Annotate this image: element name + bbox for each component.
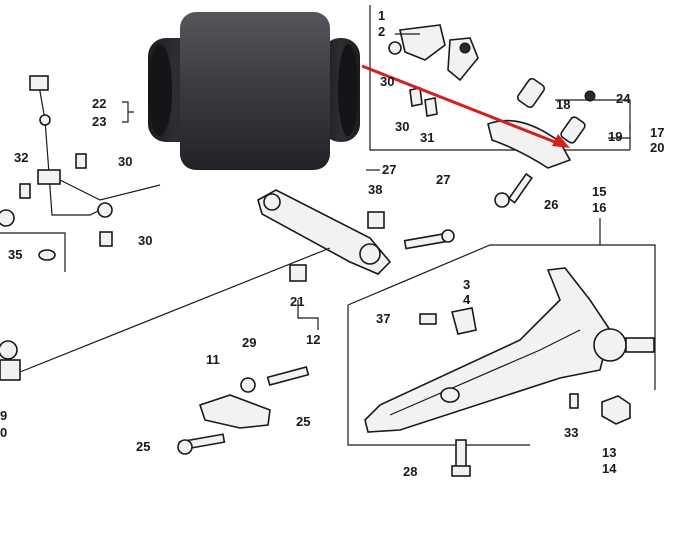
label-30a: 30 [380, 74, 394, 89]
left-inset-frame [0, 232, 66, 272]
label-12: 12 [306, 332, 320, 347]
label-38: 38 [368, 182, 382, 197]
label-1: 1 [378, 8, 385, 23]
label-edge-0: 0 [0, 425, 7, 440]
label-37: 37 [376, 311, 390, 326]
label-30b: 30 [395, 119, 409, 134]
bushing-photo [148, 12, 360, 170]
bolt-26-upper [494, 172, 533, 208]
bolt-27 [403, 229, 455, 250]
label-23: 23 [92, 114, 106, 129]
label-33: 33 [564, 425, 578, 440]
label-16: 16 [592, 200, 606, 215]
label-29: 29 [242, 335, 256, 350]
upper-bracket-parts [388, 24, 479, 117]
bolt-28 [451, 439, 471, 477]
left-small-bolts [19, 153, 113, 261]
trailing-arm-frame [347, 244, 656, 446]
label-25b: 25 [136, 439, 150, 454]
left-edge-part [0, 340, 21, 381]
trailing-arm [364, 267, 655, 433]
label-18: 18 [556, 97, 570, 112]
label-27b: 27 [436, 172, 450, 187]
label-21: 21 [290, 294, 304, 309]
callout-labels: 1 2 30 30 31 24 18 19 17 20 22 23 32 30 … [0, 8, 664, 479]
label-26: 26 [544, 197, 558, 212]
lower-bracket-11 [177, 365, 310, 455]
label-25a: 25 [296, 414, 310, 429]
label-27a: 27 [382, 162, 396, 177]
label-24: 24 [616, 91, 631, 106]
label-13: 13 [602, 445, 616, 460]
label-14: 14 [602, 461, 617, 476]
leader-lines [122, 33, 631, 330]
label-2: 2 [378, 24, 385, 39]
lower-arm [257, 189, 392, 282]
label-3: 3 [463, 277, 470, 292]
label-32: 32 [14, 150, 28, 165]
label-19: 19 [608, 129, 622, 144]
label-31: 31 [420, 130, 434, 145]
bracket-3-4 [419, 307, 477, 335]
label-20: 20 [650, 140, 664, 155]
label-edge-9: 9 [0, 408, 7, 423]
label-35: 35 [8, 247, 22, 262]
label-4: 4 [463, 292, 471, 307]
label-11: 11 [206, 352, 220, 367]
label-17: 17 [650, 125, 664, 140]
label-30c: 30 [118, 154, 132, 169]
abs-sensor-cable [0, 75, 161, 227]
compensator-arm [487, 77, 596, 169]
connector-line [19, 247, 331, 373]
label-28: 28 [403, 464, 417, 479]
red-pointer-arrow [361, 64, 570, 148]
label-22: 22 [92, 96, 106, 111]
label-15: 15 [592, 184, 606, 199]
hub-nut [569, 393, 631, 425]
label-30d: 30 [138, 233, 152, 248]
